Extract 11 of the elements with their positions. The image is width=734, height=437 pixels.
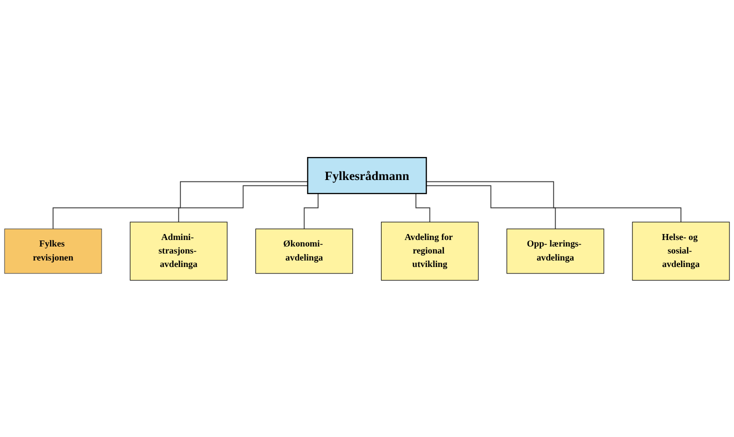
connector [52, 180, 308, 229]
connector [178, 184, 308, 222]
node-box: Helse- og sosial- avdelinga [632, 221, 730, 280]
node-box: Admini- strasjons- avdelinga [130, 221, 228, 280]
node-box: Fylkesrådmann [307, 156, 427, 194]
node-box: Opp- lærings- avdelinga [506, 228, 604, 274]
node-box: Fylkes revisjonen [4, 228, 102, 274]
connector [426, 180, 682, 222]
node-box: Avdeling for regional utvikling [380, 221, 479, 280]
node-box: Økonomi- avdelinga [255, 228, 354, 274]
connector [426, 184, 556, 229]
